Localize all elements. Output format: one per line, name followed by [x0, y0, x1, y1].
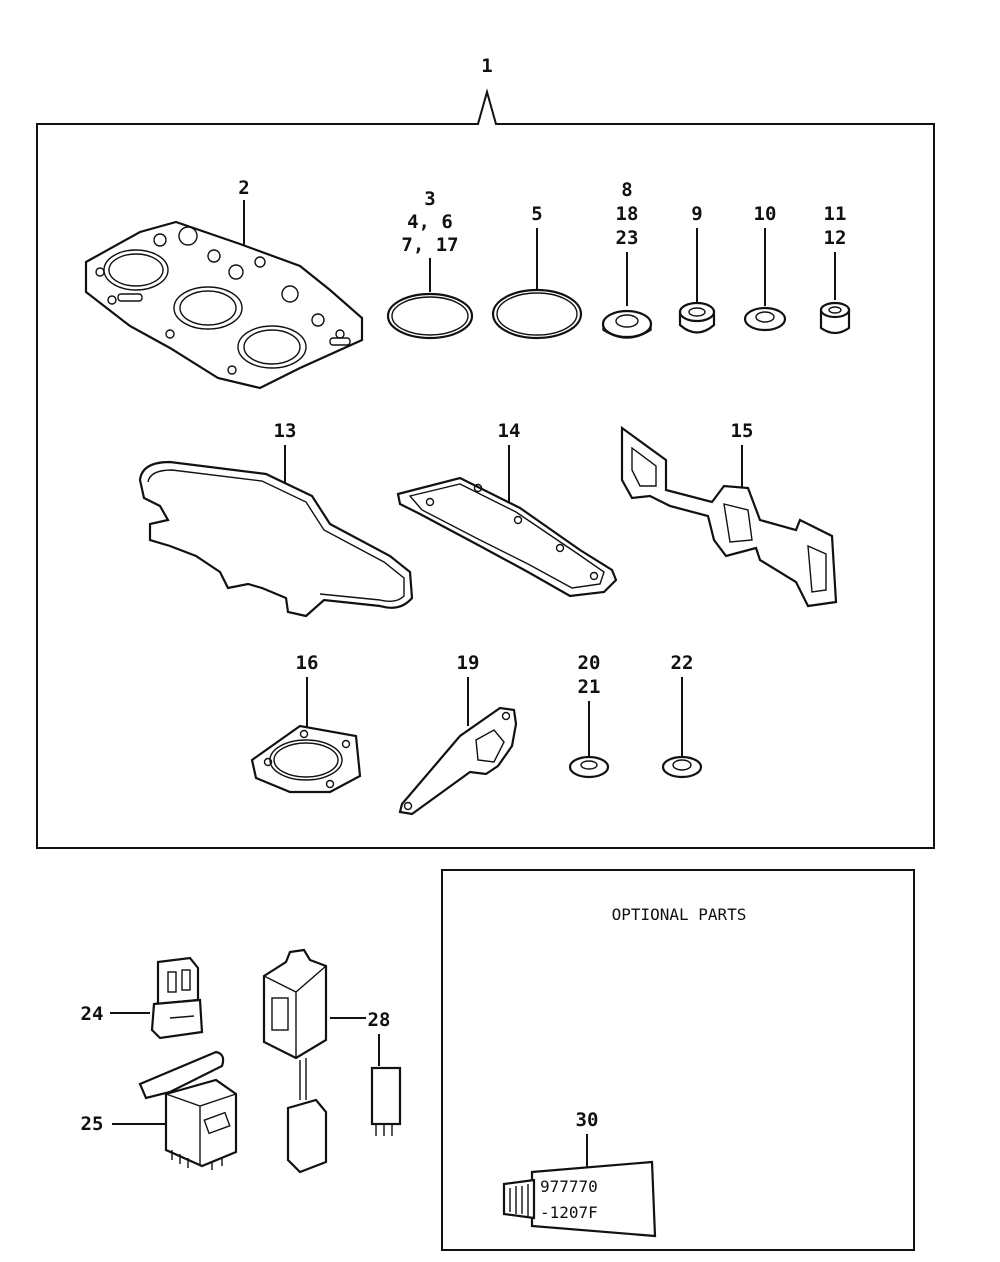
svg-text:13: 13 [274, 420, 297, 442]
part-5-o-ring: 5 [491, 203, 583, 340]
svg-text:18: 18 [616, 203, 639, 225]
optional-parts-frame [441, 869, 915, 1251]
optional-parts-heading: OPTIONAL PARTS [612, 905, 747, 924]
svg-text:20: 20 [578, 652, 601, 674]
part-24-connector: 24 [81, 956, 204, 1040]
part-9-seal: 9 [678, 203, 716, 334]
callout-1: 1 [481, 55, 492, 77]
svg-text:16: 16 [296, 652, 319, 674]
part-11-valve-stem-seal: 11 12 [819, 203, 851, 335]
svg-text:14: 14 [498, 420, 521, 442]
svg-text:4, 6: 4, 6 [407, 211, 453, 233]
part-15-manifold-gasket: 15 [620, 420, 838, 608]
part-3-o-ring: 3 4, 6 7, 17 [386, 188, 474, 340]
svg-text:9: 9 [691, 203, 702, 225]
gasket-kit-frame [36, 88, 935, 849]
part-14-gasket: 14 [396, 420, 618, 598]
part-19-gasket: 19 [398, 652, 518, 816]
svg-text:12: 12 [824, 227, 847, 249]
svg-text:10: 10 [754, 203, 777, 225]
svg-text:25: 25 [81, 1113, 104, 1135]
svg-text:21: 21 [578, 676, 601, 698]
svg-text:19: 19 [457, 652, 480, 674]
svg-text:3: 3 [424, 188, 435, 210]
svg-text:8: 8 [621, 179, 632, 201]
svg-text:24: 24 [81, 1003, 104, 1025]
part-10-washer: 10 [743, 203, 787, 332]
svg-text:15: 15 [731, 420, 754, 442]
part-2-cylinder-head-gasket: 2 [84, 177, 364, 390]
part-25-relay: 25 [81, 1050, 238, 1170]
part-13-rocker-cover-gasket: 13 [138, 420, 414, 618]
part-16-gasket: 16 [250, 652, 362, 794]
part-28-controller: 28 [262, 948, 402, 1174]
svg-text:28: 28 [368, 1009, 391, 1031]
part-30-sealant-tube: 30 977770 -1207F [502, 1109, 657, 1238]
callout-2: 2 [238, 177, 249, 199]
svg-text:30: 30 [576, 1109, 599, 1131]
svg-text:-1207F: -1207F [540, 1203, 598, 1222]
part-22-seal: 22 [661, 652, 703, 779]
svg-text:5: 5 [531, 203, 542, 225]
svg-text:11: 11 [824, 203, 847, 225]
svg-text:7, 17: 7, 17 [401, 234, 458, 256]
part-8-washer: 8 18 23 [601, 179, 653, 339]
svg-text:22: 22 [671, 652, 694, 674]
svg-text:977770: 977770 [540, 1177, 598, 1196]
svg-text:23: 23 [616, 227, 639, 249]
part-20-washer: 20 21 [568, 652, 610, 779]
